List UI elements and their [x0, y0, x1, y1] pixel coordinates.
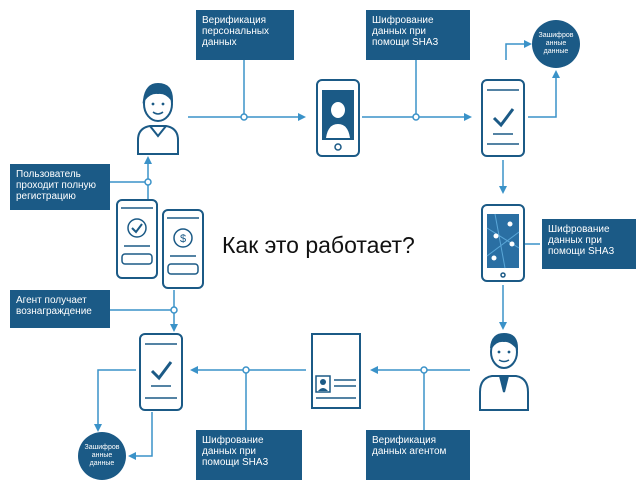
node-dot: [144, 178, 152, 186]
phone-photo-icon: [316, 79, 360, 157]
arrow-to-encrypted-bottom: [94, 369, 136, 432]
label-encrypt-top: Шифрование данных при помощи SHA3: [366, 10, 470, 60]
badge-encrypted-bottom: Зашифров анные данные: [78, 432, 126, 480]
diagram-title: Как это работает?: [222, 232, 415, 258]
arrow-check-up: [505, 40, 532, 60]
user-person-icon: [137, 82, 179, 155]
badge-encrypted-top: Зашифров анные данные: [532, 20, 580, 68]
arrow-to-encrypted-top: [528, 70, 560, 118]
node-dot: [420, 366, 428, 374]
node-dot: [412, 113, 420, 121]
label-verify-agent: Верификация данных агентом: [366, 430, 470, 480]
label-verify-personal: Верификация персональных данных: [196, 10, 294, 60]
node-dot: [242, 366, 250, 374]
phone-check-icon-bottom: [139, 333, 183, 411]
connectors: [94, 40, 560, 460]
label-encrypt-bottom: Шифрование данных при помощи SHA3: [196, 430, 302, 480]
arrow-check-down: [128, 412, 153, 460]
phone-dollar-icon: $: [162, 209, 204, 289]
phone-map-icon: [481, 204, 525, 282]
node-dot: [170, 306, 178, 314]
agent-person-icon: [479, 332, 529, 411]
label-encrypt-right: Шифрование данных при помощи SHA3: [542, 219, 636, 269]
label-user-registration: Пользователь проходит полную регистрацию: [10, 164, 110, 210]
label-agent-reward: Агент получает вознаграждение: [10, 290, 110, 328]
document-id-icon: [311, 333, 361, 409]
phone-check-icon-top: [481, 79, 525, 157]
svg-text:$: $: [180, 233, 186, 245]
node-dot: [240, 113, 248, 121]
phone-check-registration-icon: [116, 199, 158, 279]
